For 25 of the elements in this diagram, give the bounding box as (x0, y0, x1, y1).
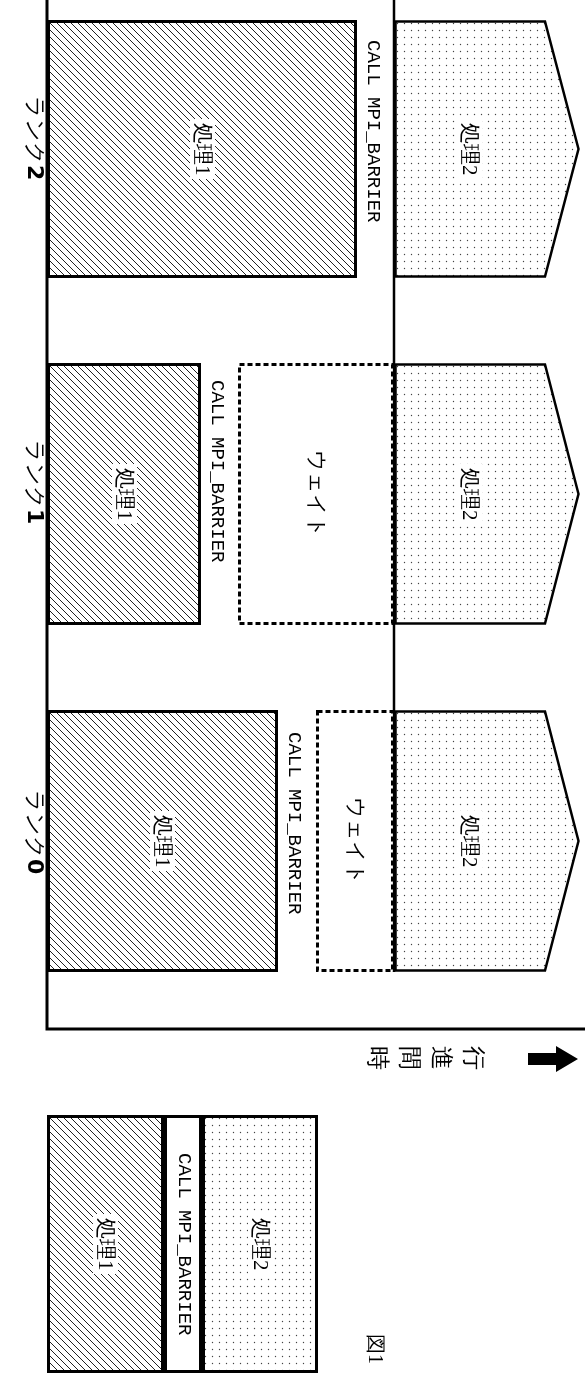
barrier-call-text: CALL MPI_BARRIER (173, 1152, 193, 1336)
barrier-call-text: CALL MPI_BARRIER (207, 380, 226, 563)
time-direction-label: 時間進行 (364, 1046, 488, 1084)
wait-box (238, 363, 394, 625)
process-arrow-shape (394, 20, 580, 278)
rank-heading: ランク2 (22, 96, 49, 181)
process-label: 処理2 (457, 463, 482, 525)
hatched-process-box (47, 710, 278, 972)
barrier-box (164, 1115, 202, 1373)
hatched-process-box (47, 20, 357, 278)
process-label: 処理1 (150, 810, 175, 872)
process-label: 処理2 (457, 118, 482, 180)
process-label: 処理2 (457, 810, 482, 872)
hatched-process-box (47, 363, 201, 625)
wait-box (316, 710, 394, 972)
process-arrow-shape (394, 363, 580, 625)
barrier-call-text: CALL MPI_BARRIER (284, 732, 303, 915)
process-arrow-shape (394, 710, 580, 972)
process-label: 処理1 (93, 1213, 118, 1275)
figure-caption: 図1 (364, 1334, 388, 1364)
barrier-call-text: CALL MPI_BARRIER (363, 40, 382, 223)
rank-heading: ランク1 (22, 440, 49, 525)
hatched-process-box (47, 1115, 164, 1373)
rank-heading: ランク0 (22, 790, 49, 875)
dotted-process-box (202, 1115, 318, 1373)
